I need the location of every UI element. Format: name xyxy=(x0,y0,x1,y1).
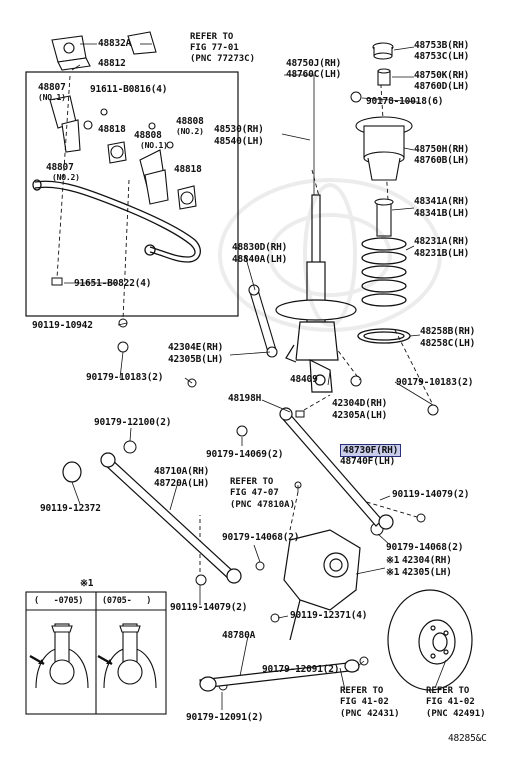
part-90179-14069[interactable]: 90179-14069(2) xyxy=(206,449,284,460)
part-90179-12091-left[interactable]: 90179-12091(2) xyxy=(186,712,264,723)
part-90179-12091-right[interactable]: 90179-12091(2) xyxy=(262,664,340,675)
shock-absorber xyxy=(275,194,357,393)
part-48730f-highlighted[interactable]: 48730F(RH) xyxy=(340,444,402,457)
part-90119-12372[interactable]: 90119-12372 xyxy=(40,503,101,514)
part-48710a[interactable]: 48710A(RH) xyxy=(154,466,210,477)
ref-fig77-line2[interactable]: FIG 77-01 xyxy=(190,43,239,53)
part-90179-14068-right[interactable]: 90179-14068(2) xyxy=(386,542,464,553)
part-48341a[interactable]: 48341A(RH) xyxy=(414,196,470,207)
part-48258b[interactable]: 48258B(RH) xyxy=(420,326,476,337)
part-48760b[interactable]: 48760B(LH) xyxy=(414,155,470,166)
inset-frames xyxy=(25,591,167,715)
part-48760d[interactable]: 48760D(LH) xyxy=(414,81,470,92)
part-48808-no2[interactable]: 48808 xyxy=(176,116,204,127)
part-48807-no1-sub: (NO.1) xyxy=(38,93,66,102)
part-42305-mark: ※1 xyxy=(386,567,400,578)
ref-fig77-line1[interactable]: REFER TO xyxy=(190,32,234,42)
part-48740f[interactable]: 48740F(LH) xyxy=(340,456,396,467)
part-90119-12371[interactable]: 90119-12371(4) xyxy=(290,610,368,621)
part-90179-14068-left[interactable]: 90179-14068(2) xyxy=(222,532,300,543)
part-48753c[interactable]: 48753C(LH) xyxy=(414,51,470,62)
part-42305b[interactable]: 42305B(LH) xyxy=(168,354,224,365)
part-48720a[interactable]: 48720A(LH) xyxy=(154,478,210,489)
part-48258c[interactable]: 48258C(LH) xyxy=(420,338,476,349)
part-42304[interactable]: 42304(RH) xyxy=(402,555,452,566)
steering-knuckle xyxy=(283,529,361,641)
ref-fig47-line1[interactable]: REFER TO xyxy=(230,477,274,487)
brake-disc xyxy=(387,589,473,691)
lateral-arms xyxy=(62,407,394,692)
part-42305[interactable]: 42305(LH) xyxy=(402,567,452,578)
part-48750j[interactable]: 48750J(RH) xyxy=(286,58,342,69)
ref-fig41a-line1[interactable]: REFER TO xyxy=(340,686,384,696)
part-48830d[interactable]: 48830D(RH) xyxy=(232,242,288,253)
part-90179-12100[interactable]: 90179-12100(2) xyxy=(94,417,172,428)
part-90119-10942[interactable]: 90119-10942 xyxy=(32,320,93,331)
part-48753b[interactable]: 48753B(RH) xyxy=(414,40,470,51)
ref-fig41a-line2[interactable]: FIG 41-02 xyxy=(340,697,389,707)
part-42304-mark: ※1 xyxy=(386,555,400,566)
part-48818-upper[interactable]: 48818 xyxy=(98,124,126,135)
part-48540[interactable]: 48540(LH) xyxy=(214,136,264,147)
part-48750k[interactable]: 48750K(RH) xyxy=(414,70,470,81)
stabilizer-link xyxy=(248,284,278,358)
part-48780a[interactable]: 48780A xyxy=(222,630,256,641)
ref-fig41b-line3[interactable]: (PNC 42491) xyxy=(426,709,486,719)
stabilizer-bar xyxy=(32,179,201,263)
ref-fig47-line2[interactable]: FIG 47-07 xyxy=(230,488,279,498)
part-48341b[interactable]: 48341B(LH) xyxy=(414,208,470,219)
part-90179-10183-right[interactable]: 90179-10183(2) xyxy=(396,377,474,388)
part-48807-no2-sub: (NO.2) xyxy=(52,173,80,182)
part-48750h[interactable]: 48750H(RH) xyxy=(414,144,470,155)
ref-fig41b-line2[interactable]: FIG 41-02 xyxy=(426,697,475,707)
part-42304d[interactable]: 42304D(RH) xyxy=(332,398,388,409)
part-90119-14079-left[interactable]: 90119-14079(2) xyxy=(170,602,248,613)
inset-left-heading: ( -0705) xyxy=(34,596,84,606)
part-90119-14079-right[interactable]: 90119-14079(2) xyxy=(392,489,470,500)
part-48231b[interactable]: 48231B(LH) xyxy=(414,248,470,259)
part-91611-b0816[interactable]: 91611-B0816(4) xyxy=(90,84,168,95)
watermark-emblem xyxy=(218,178,442,332)
ref-fig47-line3[interactable]: (PNC 47810A) xyxy=(230,500,296,510)
part-48818-lower[interactable]: 48818 xyxy=(174,164,202,175)
part-48409[interactable]: 48409 xyxy=(290,374,318,385)
part-48808-no1-sub: (NO.1) xyxy=(140,141,168,150)
coil-spring xyxy=(357,237,411,344)
part-42304e[interactable]: 42304E(RH) xyxy=(168,342,224,353)
part-48840a[interactable]: 48840A(LH) xyxy=(232,254,288,265)
stabilizer-bracket-box xyxy=(25,71,239,317)
ref-fig77-line3[interactable]: (PNC 77273C) xyxy=(190,54,256,64)
part-48198h[interactable]: 48198H xyxy=(228,393,262,404)
part-90179-10183-left[interactable]: 90179-10183(2) xyxy=(86,372,164,383)
ref-fig41a-line3[interactable]: (PNC 42431) xyxy=(340,709,400,719)
part-48807-no2[interactable]: 48807 xyxy=(46,162,74,173)
strut-mount-parts xyxy=(355,42,413,237)
label-leaders xyxy=(64,43,447,710)
part-48807-no1[interactable]: 48807 xyxy=(38,82,66,93)
part-91651-b0822[interactable]: 91651-B0822(4) xyxy=(74,278,152,289)
part-48808-no1[interactable]: 48808 xyxy=(134,130,162,141)
part-48812[interactable]: 48812 xyxy=(98,58,126,69)
part-48231a[interactable]: 48231A(RH) xyxy=(414,236,470,247)
part-42305a[interactable]: 42305A(LH) xyxy=(332,410,388,421)
inset-drawings xyxy=(29,623,157,689)
part-48760c[interactable]: 48760C(LH) xyxy=(286,69,342,80)
part-48808-no2-sub: (NO.2) xyxy=(176,127,204,136)
diagram-code: 48285&C xyxy=(448,733,487,744)
inset-arrows xyxy=(38,659,112,664)
inset-mark: ※1 xyxy=(80,578,94,589)
ref-fig41b-line1[interactable]: REFER TO xyxy=(426,686,470,696)
part-48530[interactable]: 48530(RH) xyxy=(214,124,264,135)
part-48832a[interactable]: 48832A xyxy=(98,38,132,49)
inset-right-heading: (0705- ) xyxy=(102,596,152,606)
part-90178-10018[interactable]: 90178-10018(6) xyxy=(366,96,444,107)
